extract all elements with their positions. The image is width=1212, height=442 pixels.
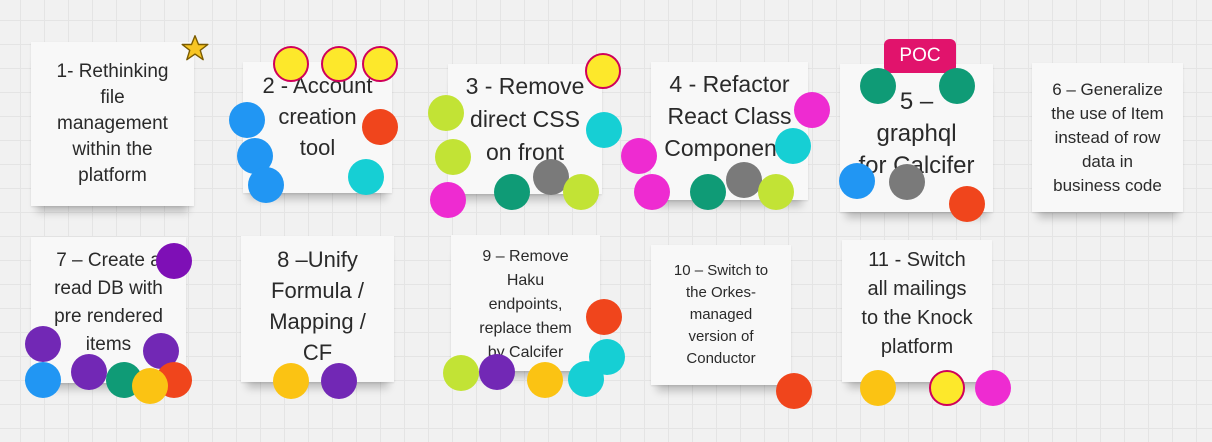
vote-dot-lime (758, 174, 794, 210)
vote-dot-orange (949, 186, 985, 222)
star-icon (181, 35, 209, 61)
sticky-note-9[interactable]: 9 – Remove Haku endpoints, replace them … (451, 235, 600, 371)
vote-dot-yellow (321, 46, 357, 82)
vote-dot-orange (586, 299, 622, 335)
poc-badge: POC (884, 39, 956, 73)
vote-dot-green (860, 68, 896, 104)
vote-dot-yellow (273, 46, 309, 82)
vote-dot-lime (435, 139, 471, 175)
vote-dot-purple (25, 326, 61, 362)
sticky-note-1[interactable]: 1- Rethinking file management within the… (31, 42, 194, 206)
vote-dot-cyan (568, 361, 604, 397)
vote-dot-magenta (794, 92, 830, 128)
vote-dot-cyan (348, 159, 384, 195)
vote-dot-magenta (430, 182, 466, 218)
vote-dot-amber (132, 368, 168, 404)
vote-dot-green (939, 68, 975, 104)
vote-dot-green (690, 174, 726, 210)
vote-dot-blue (839, 163, 875, 199)
vote-dot-yellow (585, 53, 621, 89)
vote-dot-lime (563, 174, 599, 210)
vote-dot-purple (156, 243, 192, 279)
vote-dot-green (494, 174, 530, 210)
vote-dot-yellow (929, 370, 965, 406)
vote-dot-lime (443, 355, 479, 391)
sticky-note-6[interactable]: 6 – Generalize the use of Item instead o… (1032, 63, 1183, 212)
vote-dot-purple (71, 354, 107, 390)
sticky-note-10[interactable]: 10 – Switch to the Orkes- managed versio… (651, 245, 791, 385)
vote-dot-gray (726, 162, 762, 198)
vote-dot-amber (860, 370, 896, 406)
vote-dot-yellow (362, 46, 398, 82)
vote-dot-blue (25, 362, 61, 398)
sticky-note-8[interactable]: 8 –Unify Formula / Mapping / CF (241, 236, 394, 382)
vote-dot-blue (248, 167, 284, 203)
vote-dot-purple (321, 363, 357, 399)
sticky-note-11[interactable]: 11 - Switch all mailings to the Knock pl… (842, 240, 992, 382)
vote-dot-gray (889, 164, 925, 200)
vote-dot-cyan (775, 128, 811, 164)
vote-dot-magenta (634, 174, 670, 210)
vote-dot-blue (229, 102, 265, 138)
vote-dot-magenta (621, 138, 657, 174)
vote-dot-orange (362, 109, 398, 145)
vote-dot-orange (776, 373, 812, 409)
vote-dot-cyan (586, 112, 622, 148)
sticky-note-3[interactable]: 3 - Remove direct CSS on front (448, 64, 602, 194)
vote-dot-lime (428, 95, 464, 131)
vote-dot-purple (479, 354, 515, 390)
vote-dot-amber (527, 362, 563, 398)
vote-dot-amber (273, 363, 309, 399)
vote-dot-magenta (975, 370, 1011, 406)
